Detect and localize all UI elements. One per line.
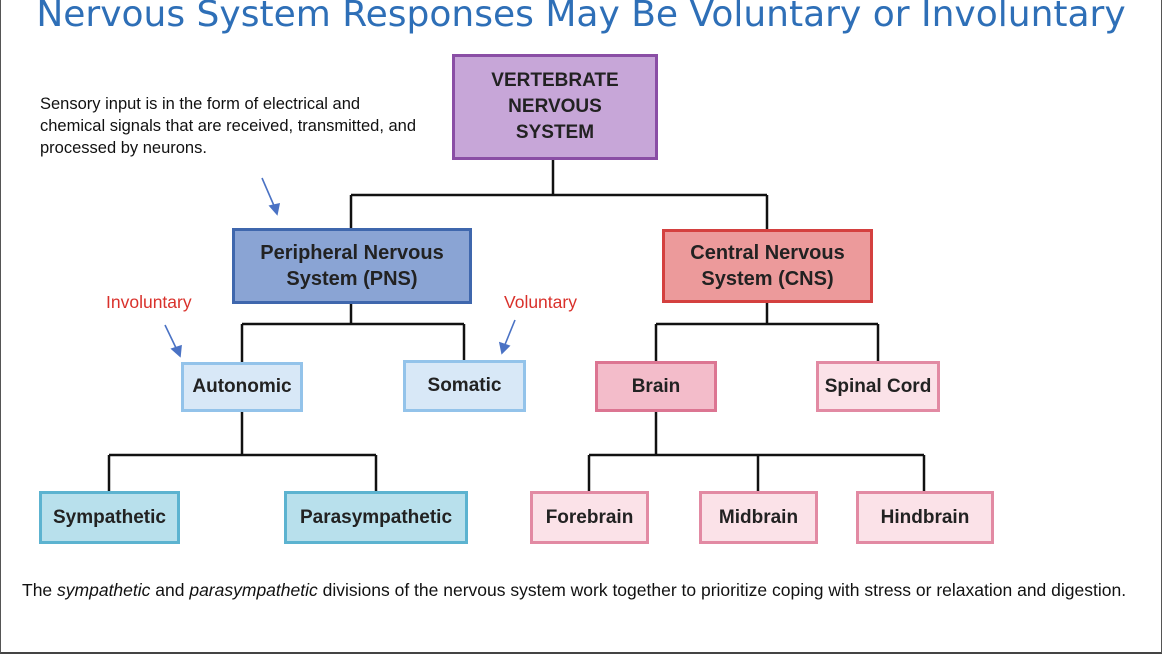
sensory-input-note: Sensory input is in the form of electric… — [40, 95, 417, 157]
footer-caption: The sympathetic and parasympathetic divi… — [22, 578, 1132, 603]
footer-text-1: The — [22, 580, 58, 600]
somatic-box: Somatic — [403, 360, 526, 412]
pns-line-2: System (PNS) — [286, 268, 418, 290]
hindbrain-box: Hindbrain — [856, 491, 994, 544]
footer-parasympathetic: parasympathetic — [189, 580, 318, 600]
involuntary-label: Involuntary — [106, 292, 192, 312]
forebrain-box: Forebrain — [530, 491, 649, 544]
footer-text-3: divisions of the nervous system work tog… — [317, 580, 1127, 600]
spinal-cord-box: Spinal Cord — [816, 361, 940, 412]
pns-box: Peripheral Nervous System (PNS) — [232, 228, 472, 304]
arrow-involuntary-shaft — [164, 324, 178, 351]
cns-line-2: System (CNS) — [701, 268, 834, 290]
cns-box: Central Nervous System (CNS) — [662, 229, 873, 303]
cns-line-1: Central Nervous — [690, 242, 845, 264]
pns-line-1: Peripheral Nervous — [260, 242, 444, 264]
arrow-voluntary-head — [498, 341, 511, 355]
autonomic-box: Autonomic — [181, 362, 303, 412]
midbrain-box: Midbrain — [699, 491, 818, 544]
vns-line-3: SYSTEM — [515, 122, 595, 143]
vns-line-2: NERVOUS — [508, 96, 602, 117]
voluntary-label: Voluntary — [504, 292, 577, 312]
arrow-note-head — [268, 202, 281, 216]
footer-text-2: and — [150, 580, 190, 600]
arrow-voluntary-shaft — [503, 319, 516, 348]
vns-line-1: VERTEBRATE — [491, 70, 619, 91]
brain-box: Brain — [595, 361, 717, 412]
arrow-note-shaft — [261, 177, 276, 209]
arrow-involuntary-head — [170, 344, 182, 358]
parasympathetic-box: Parasympathetic — [284, 491, 468, 544]
footer-sympathetic: sympathetic — [57, 580, 151, 600]
vertebrate-nervous-system-box: VERTEBRATE NERVOUS SYSTEM — [452, 54, 658, 160]
slide-title: Nervous System Responses May Be Voluntar… — [36, 0, 1126, 35]
sympathetic-box: Sympathetic — [39, 491, 180, 544]
